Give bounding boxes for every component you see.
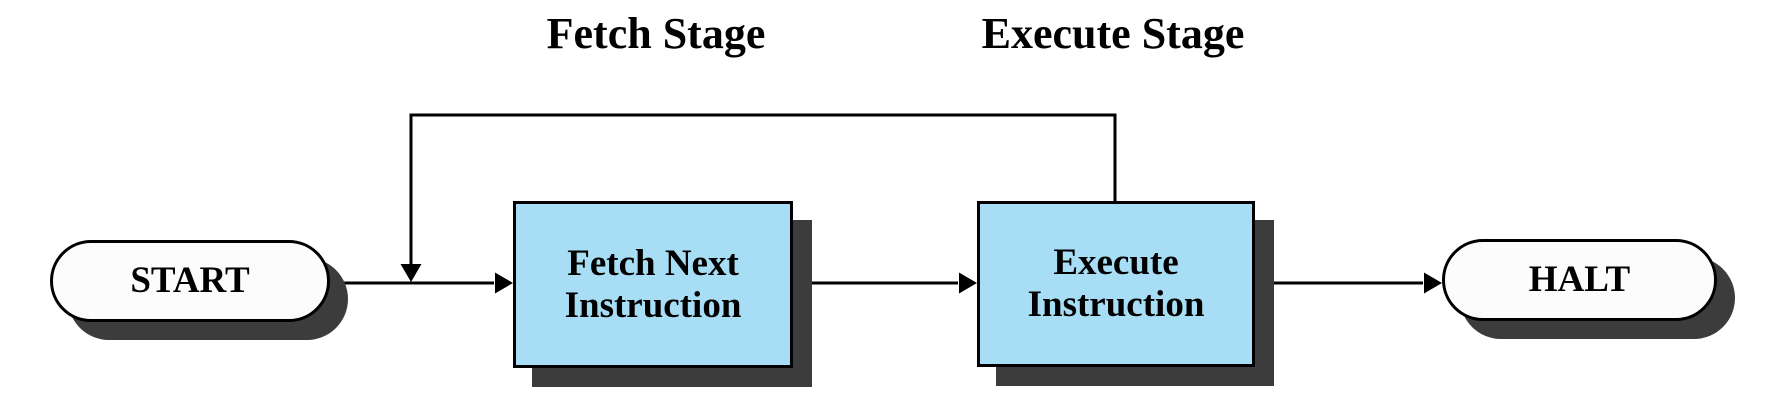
arrowhead-loop-down [400, 264, 422, 282]
halt-terminal-label: HALT [1528, 259, 1631, 300]
fetch-box-label-line1: Fetch Next [567, 242, 739, 284]
execute-process-box: Execute Instruction [977, 201, 1255, 367]
stage-label-fetch: Fetch Stage [546, 9, 766, 58]
fetch-box-label-line2: Instruction [564, 284, 742, 326]
start-terminal: START [50, 240, 330, 322]
start-terminal-label: START [130, 260, 250, 301]
fetch-process-box: Fetch Next Instruction [513, 201, 793, 368]
stage-label-execute: Execute Stage [981, 9, 1245, 58]
arrowhead-into-execute [959, 272, 977, 294]
arrowhead-into-halt [1424, 272, 1442, 294]
connector-loop-execute-to-fetch [409, 113, 1117, 264]
arrowhead-into-fetch [495, 272, 513, 294]
execute-box-label-line2: Instruction [1027, 284, 1205, 325]
halt-terminal: HALT [1442, 239, 1717, 321]
execute-box-label-line1: Execute [1053, 242, 1179, 283]
